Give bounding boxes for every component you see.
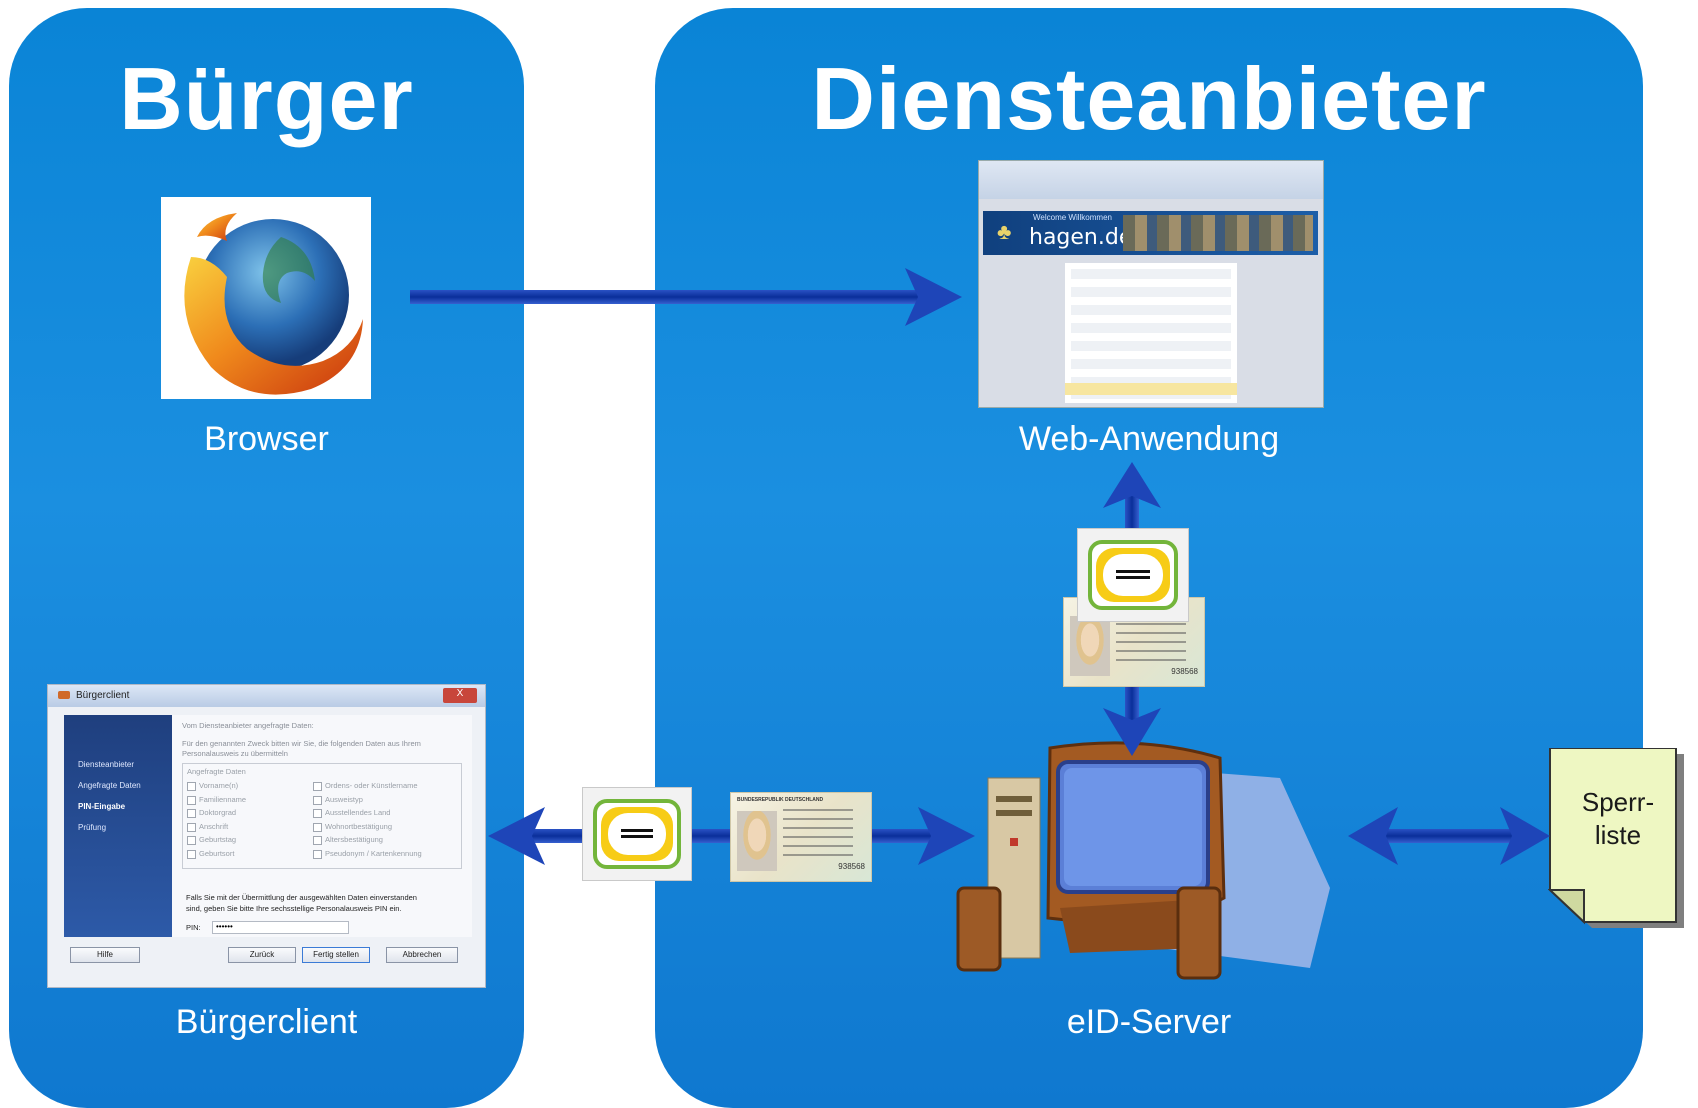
site-footer-logo bbox=[1065, 383, 1237, 395]
id-card-number: 938568 bbox=[838, 862, 865, 871]
right-field-label: Pseudonym / Kartenkennung bbox=[325, 848, 422, 858]
step-check: Prüfung bbox=[78, 823, 107, 832]
id-card-number: 938568 bbox=[1171, 667, 1198, 676]
right-field-label: Wohnortbestätigung bbox=[325, 821, 392, 831]
computer-icon bbox=[950, 738, 1350, 988]
left-checkbox[interactable] bbox=[187, 809, 196, 818]
group-label: Angefragte Daten bbox=[187, 767, 246, 776]
right-field-label: Ausstellendes Land bbox=[325, 808, 391, 817]
left-field-label: Familienname bbox=[199, 794, 247, 804]
right-field-label: Ausweistyp bbox=[325, 794, 363, 804]
dialog-title: Bürgerclient bbox=[76, 690, 130, 701]
banner-photos bbox=[1123, 215, 1313, 251]
left-checkbox[interactable] bbox=[187, 782, 196, 791]
client-label: Bürgerclient bbox=[175, 1003, 358, 1041]
left-field-label: Vorname(n) bbox=[199, 781, 239, 790]
site-content bbox=[1065, 263, 1237, 403]
app-icon bbox=[58, 691, 70, 699]
right-checkbox[interactable] bbox=[313, 809, 322, 818]
dialog-titlebar: Bürgerclient X bbox=[48, 685, 485, 707]
finish-button[interactable]: Fertig stellen bbox=[302, 947, 370, 963]
step-sidebar: Diensteanbieter Angefragte Daten PIN-Ein… bbox=[64, 715, 172, 937]
browser-toolbar bbox=[979, 161, 1323, 199]
left-checkbox[interactable] bbox=[187, 836, 196, 845]
eid-server-label: eID-Server bbox=[1066, 1003, 1232, 1041]
blocklist-document-icon bbox=[1548, 748, 1688, 938]
firefox-logo-icon bbox=[161, 197, 371, 399]
left-field-label: Geburtstag bbox=[199, 835, 237, 844]
step-requested-data: Angefragte Daten bbox=[78, 781, 141, 790]
client-dialog-screenshot: Bürgerclient X Diensteanbieter Angefragt… bbox=[47, 684, 486, 988]
left-field-label: Doktorgrad bbox=[199, 808, 237, 817]
id-card-icon: BUNDESREPUBLIK DEUTSCHLAND 938568 bbox=[730, 792, 872, 882]
left-checkbox[interactable] bbox=[187, 822, 196, 832]
site-banner: ♣ Welcome Willkommen hagen.de bbox=[983, 211, 1318, 255]
dialog-heading: Vom Diensteanbieter angefragte Daten: bbox=[182, 721, 314, 730]
web-app-label: Web-Anwendung bbox=[1018, 420, 1280, 458]
crest-icon: ♣ bbox=[997, 219, 1012, 244]
consent-line-2: sind, geben Sie bitte Ihre sechsstellige… bbox=[186, 904, 402, 913]
eid-logo-icon-server bbox=[1077, 528, 1189, 622]
left-checkbox[interactable] bbox=[187, 795, 196, 805]
intro-line-2: Personalausweis zu übermitteln bbox=[182, 749, 288, 758]
id-card-header: BUNDESREPUBLIK DEUTSCHLAND bbox=[737, 797, 824, 803]
right-checkbox[interactable] bbox=[313, 795, 322, 805]
right-field-label: Ordens- oder Künstlername bbox=[325, 781, 418, 790]
right-checkbox[interactable] bbox=[313, 822, 322, 832]
help-button[interactable]: Hilfe bbox=[70, 947, 140, 963]
site-name: hagen.de bbox=[1029, 225, 1133, 250]
right-field-label: Altersbestätigung bbox=[325, 835, 383, 844]
left-field-label: Geburtsort bbox=[199, 848, 235, 858]
step-pin: PIN-Eingabe bbox=[78, 802, 126, 811]
right-checkbox[interactable] bbox=[313, 782, 322, 791]
left-checkbox[interactable] bbox=[187, 849, 196, 859]
right-checkbox[interactable] bbox=[313, 836, 322, 845]
cancel-button[interactable]: Abbrechen bbox=[386, 947, 458, 963]
web-app-screenshot: ♣ Welcome Willkommen hagen.de bbox=[978, 160, 1324, 408]
step-provider: Diensteanbieter bbox=[78, 760, 135, 769]
blocklist-label-1: Sperr- bbox=[1581, 787, 1655, 817]
close-button[interactable]: X bbox=[443, 688, 477, 703]
intro-line-1: Für den genannten Zweck bitten wir Sie, … bbox=[182, 739, 421, 748]
welcome-text: Welcome Willkommen bbox=[1033, 213, 1112, 222]
back-button[interactable]: Zurück bbox=[228, 947, 296, 963]
id-photo bbox=[1070, 616, 1110, 676]
eid-logo-icon bbox=[582, 787, 692, 881]
browser-label: Browser bbox=[204, 420, 329, 458]
right-checkbox[interactable] bbox=[313, 849, 322, 859]
pin-label: PIN: bbox=[186, 923, 201, 932]
blocklist-label-2: liste bbox=[1594, 820, 1642, 850]
consent-line-1: Falls Sie mit der Übermittlung der ausge… bbox=[186, 893, 417, 902]
id-photo bbox=[737, 811, 777, 871]
service-provider-title: Diensteanbieter bbox=[811, 49, 1487, 148]
left-field-label: Anschrift bbox=[199, 821, 229, 831]
citizen-title: Bürger bbox=[119, 49, 414, 148]
pin-input[interactable]: •••••• bbox=[212, 921, 349, 934]
dialog-main: Vom Diensteanbieter angefragte Daten: Fü… bbox=[172, 715, 472, 937]
